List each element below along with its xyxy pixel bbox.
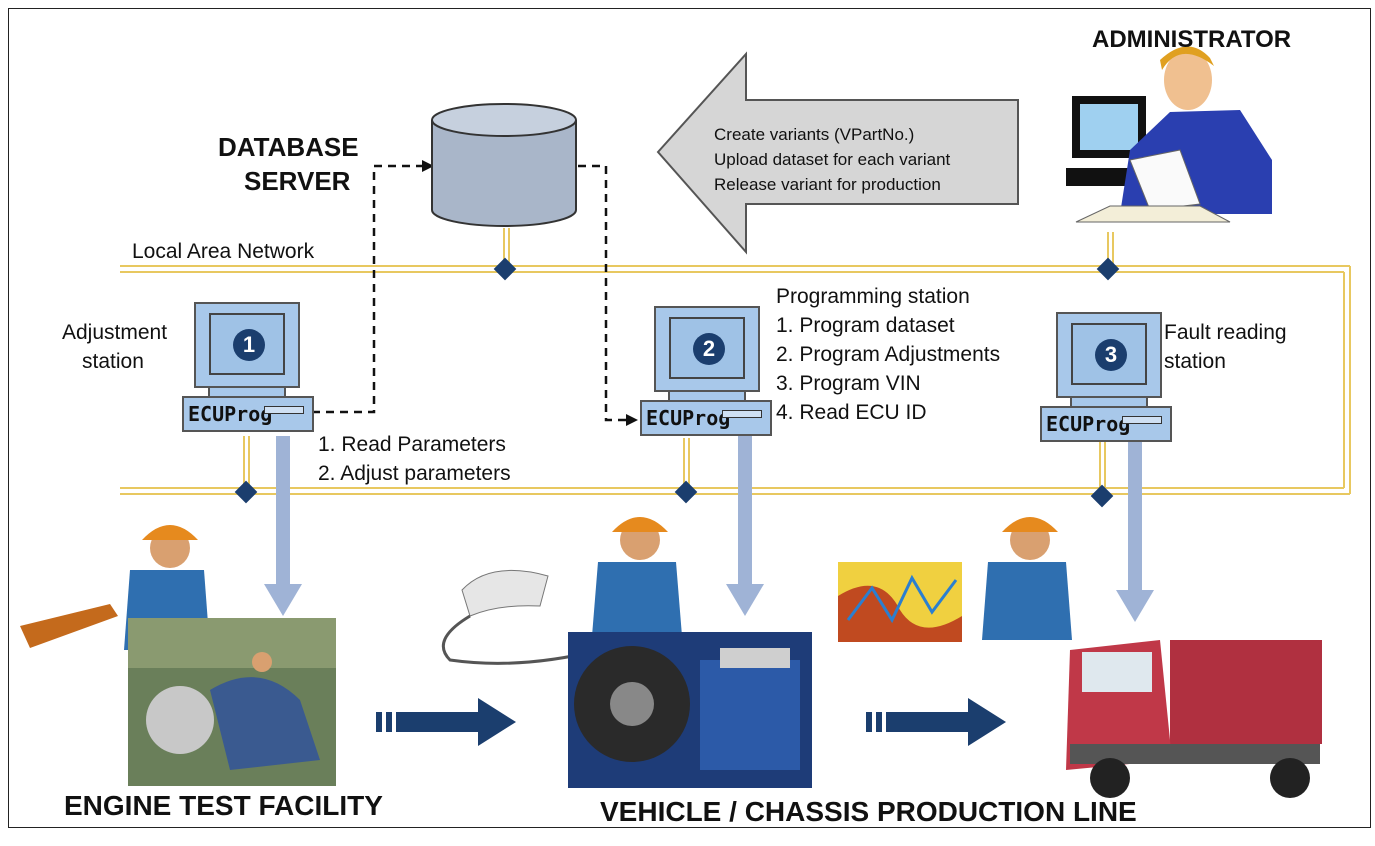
lan-node <box>493 257 517 281</box>
station-2-ecuprog: ECUProg <box>640 400 772 436</box>
lan-nodes <box>234 257 1120 508</box>
station-1-tasks: 1. Read Parameters 2. Adjust parameters <box>318 430 511 488</box>
database-server-label: DATABASE <box>218 132 359 162</box>
station-1-task: 1. Read Parameters <box>318 433 506 456</box>
database-server-label-2: SERVER <box>244 166 351 196</box>
truck-photo <box>1066 640 1322 798</box>
lan-node <box>674 480 698 504</box>
engine-photo <box>568 632 812 788</box>
lan-node <box>1090 484 1114 508</box>
admin-task: Upload dataset for each variant <box>714 150 951 169</box>
station-3-number: 3 <box>1095 339 1127 371</box>
station-1-number: 1 <box>233 329 265 361</box>
diagram-frame <box>8 8 1371 828</box>
station-3-device-label: ECUProg <box>1046 412 1131 436</box>
station-2-info: Programming station 1. Program dataset 2… <box>776 282 1000 427</box>
flow-arrows <box>376 698 1006 746</box>
admin-task-arrow <box>656 51 1019 255</box>
lan-node <box>1096 257 1120 281</box>
station-1-name-line: Adjustment <box>62 321 168 344</box>
admin-task: Release variant for production <box>714 175 941 194</box>
administrator-label: ADMINISTRATOR <box>1092 26 1292 53</box>
station-1-monitor-icon: 1 <box>194 302 300 388</box>
worker-figure-icon <box>592 517 682 636</box>
barcode-scanner-icon <box>441 570 601 665</box>
station-2-task: 4. Read ECU ID <box>776 401 927 424</box>
station-2-task: 2. Program Adjustments <box>776 343 1001 366</box>
admin-task-list: Create variants (VPartNo.) Upload datase… <box>714 122 950 197</box>
station-1-ecuprog: ECUProg <box>182 396 314 432</box>
database-cylinder-icon <box>431 103 577 227</box>
station-1-name: Adjustment station <box>62 318 167 376</box>
lan-label: Local Area Network <box>132 240 315 263</box>
station-down-arrows <box>264 436 1154 622</box>
station-2-task: 1. Program dataset <box>776 314 955 337</box>
station-3-name-line: Fault reading <box>1164 321 1287 344</box>
station-2-device-label: ECUProg <box>646 406 731 430</box>
station-3-monitor-icon: 3 <box>1056 312 1162 398</box>
engine-test-facility-label: ENGINE TEST FACILITY <box>64 790 383 821</box>
admin-task: Create variants (VPartNo.) <box>714 125 915 144</box>
station-1-device-label: ECUProg <box>188 402 273 426</box>
station-1-task: 2. Adjust parameters <box>318 462 511 485</box>
dataflow-arrowhead <box>422 160 434 172</box>
station-1-name-line: station <box>82 350 144 373</box>
station-2-monitor-icon: 2 <box>654 306 760 392</box>
station-2-name: Programming station <box>776 285 970 308</box>
station-3-name: Fault reading station <box>1164 318 1287 376</box>
station-2-task: 3. Program VIN <box>776 372 921 395</box>
worker-figure-icon <box>982 517 1072 640</box>
dataflow-arrowhead <box>626 414 638 426</box>
engine-test-photo <box>128 618 336 786</box>
administrator-figure-icon <box>1066 46 1272 223</box>
diagnostic-graph-icon <box>838 562 962 642</box>
production-line-label: VEHICLE / CHASSIS PRODUCTION LINE <box>600 796 1137 827</box>
dataflow-dashed <box>312 164 626 422</box>
station-3-name-line: station <box>1164 350 1226 373</box>
station-2-number: 2 <box>693 333 725 365</box>
station-3-ecuprog: ECUProg <box>1040 406 1172 442</box>
lan-node <box>234 480 258 504</box>
